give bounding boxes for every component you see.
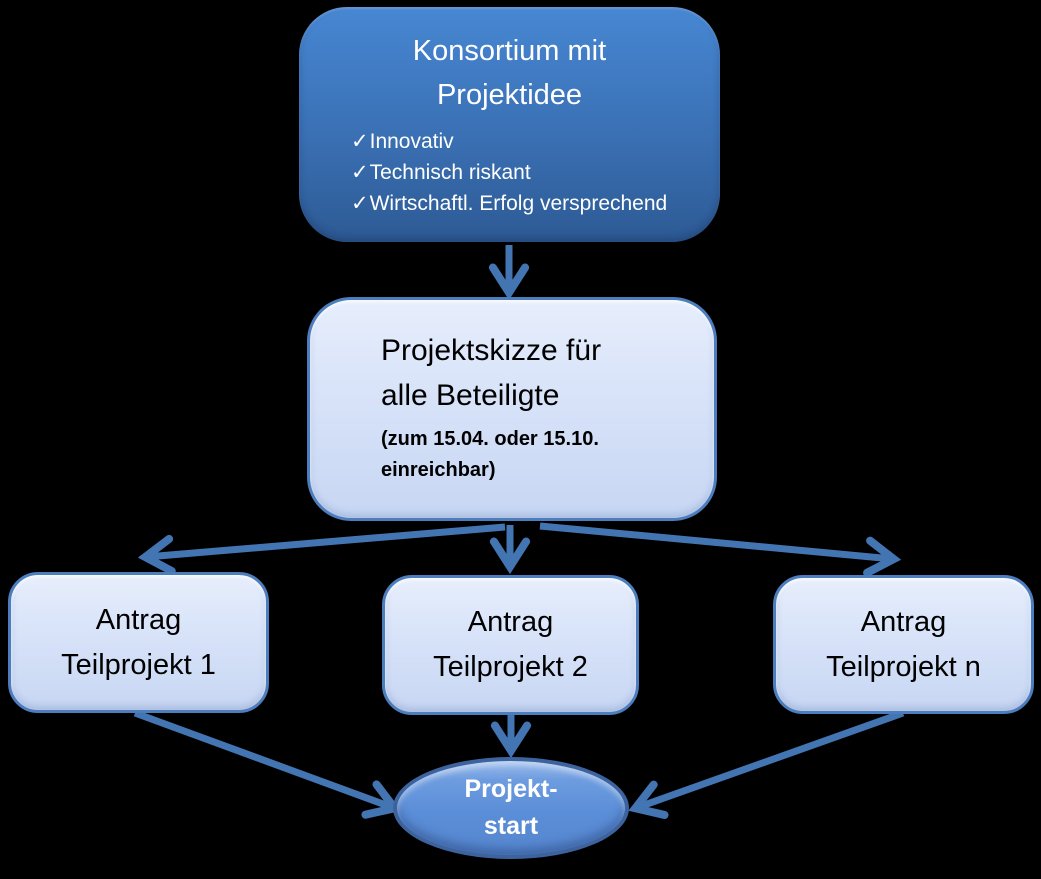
projektskizze-title-line2: alle Beteiligte (381, 379, 560, 412)
checklist-item-label: Technisch riskant (369, 161, 531, 184)
projektskizze-note-line1: (zum 15.04. oder 15.10. (381, 428, 599, 450)
edge-antrag1-projektstart (133, 709, 402, 819)
projektskizze-title: Projektskizze für alle Beteiligte (381, 328, 714, 418)
antrag1-line1: Antrag (95, 603, 182, 636)
node-antrag-teilprojekt-2: Antrag Teilprojekt 2 (382, 575, 639, 715)
check-icon: ✓ (351, 161, 369, 184)
edge-projektskizze-antragn (539, 522, 902, 577)
konsortium-checklist: ✓Innovativ ✓Technisch riskant ✓Wirtschaf… (351, 126, 720, 219)
antrag2-line1: Antrag (467, 606, 554, 638)
antrag2-line2: Teilprojekt 2 (433, 651, 588, 683)
edge-projektskizze-antrag1 (137, 523, 506, 576)
projektskizze-note-line2: einreichbar) (381, 459, 496, 481)
antrag1-line2: Teilprojekt 1 (61, 648, 216, 681)
check-icon: ✓ (351, 130, 369, 153)
konsortium-title-line2: Projektidee (436, 79, 583, 111)
antragn-line2: Teilprojekt n (826, 650, 981, 683)
edge-antragn-projektstart (628, 709, 905, 819)
projektstart-line2: start (483, 812, 539, 840)
node-antrag-teilprojekt-n: Antrag Teilprojekt n (773, 575, 1034, 714)
checklist-item: ✓Technisch riskant (351, 157, 720, 188)
node-antrag-teilprojekt-1: Antrag Teilprojekt 1 (8, 572, 269, 713)
check-icon: ✓ (351, 192, 369, 215)
projektstart-line1: Projekt- (464, 775, 558, 803)
node-projektstart: Projekt- start (393, 757, 629, 859)
node-konsortium: Konsortium mit Projektidee ✓Innovativ ✓T… (299, 7, 720, 242)
konsortium-title: Konsortium mit Projektidee (299, 29, 720, 117)
checklist-item-label: Innovativ (369, 130, 454, 153)
konsortium-title-line1: Konsortium mit (412, 35, 607, 67)
projektskizze-note: (zum 15.04. oder 15.10. einreichbar) (381, 424, 714, 486)
projektskizze-title-line1: Projektskizze für (381, 334, 602, 367)
checklist-item: ✓Innovativ (351, 126, 720, 157)
checklist-item: ✓Wirtschaftl. Erfolg versprechend (351, 188, 720, 219)
antragn-line1: Antrag (860, 605, 947, 638)
checklist-item-label: Wirtschaftl. Erfolg versprechend (369, 192, 668, 215)
node-projektskizze: Projektskizze für alle Beteiligte (zum 1… (307, 297, 717, 521)
